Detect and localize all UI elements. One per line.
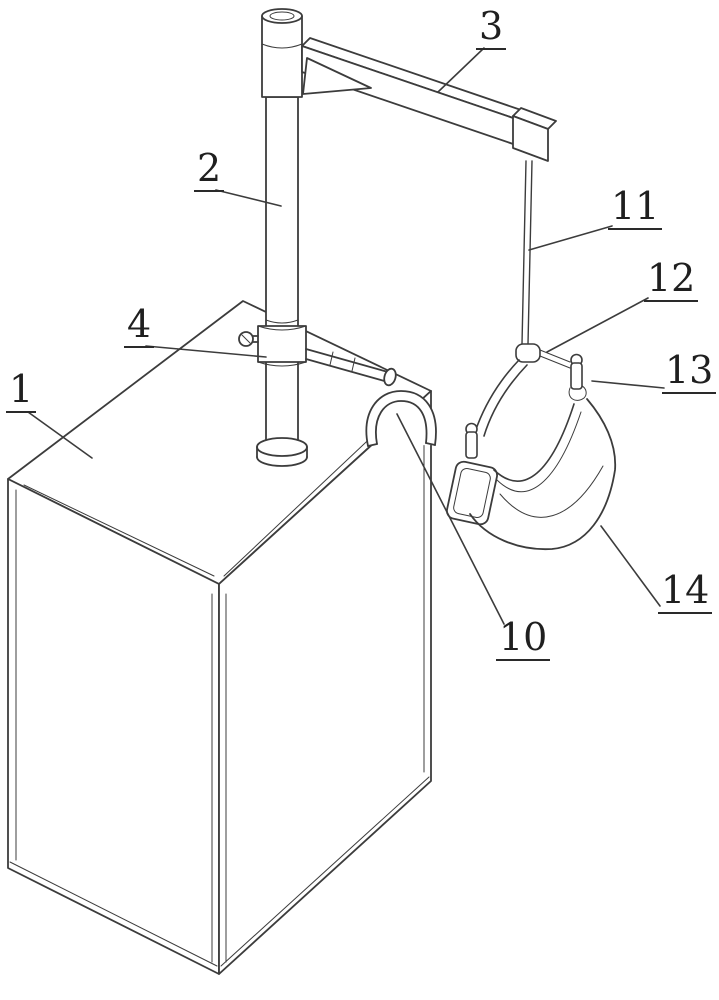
leader-part-3 xyxy=(437,47,485,93)
leader-part-14 xyxy=(600,525,661,607)
sling-rim-inner xyxy=(496,411,582,492)
fixing-bracket-assembly xyxy=(305,348,437,447)
tank-body xyxy=(7,300,432,975)
left-spreader-arm xyxy=(474,359,520,433)
tank-right-face xyxy=(218,390,432,975)
sling-fold-line xyxy=(499,465,604,518)
pole-elbow-tube xyxy=(261,15,303,98)
part-label-13: 13 xyxy=(662,351,717,394)
leader-part-1 xyxy=(27,411,93,459)
pole-main-tube xyxy=(265,96,299,446)
right-hanger-pin xyxy=(570,362,583,390)
pole-bottom-flange xyxy=(256,437,308,467)
leader-part-10 xyxy=(396,413,505,625)
part-label-1: 1 xyxy=(6,370,37,413)
arm-end-block-front xyxy=(512,115,549,162)
bracket-outer xyxy=(365,390,437,447)
hook-assembly xyxy=(465,343,583,459)
leader-part-2 xyxy=(215,189,282,207)
arm-gusset-plate xyxy=(302,57,372,95)
left-hanger-pin xyxy=(465,431,478,459)
leader-part-13 xyxy=(591,380,665,389)
arm-front-face xyxy=(301,45,520,147)
tank-edge-accents xyxy=(9,395,430,967)
bracket-inner xyxy=(375,400,428,445)
leader-part-11 xyxy=(528,225,613,251)
part-label-14: 14 xyxy=(658,571,713,614)
leader-part-4 xyxy=(145,345,267,358)
pole-joint-line xyxy=(265,319,299,324)
traction-rope xyxy=(521,160,533,345)
top-link xyxy=(515,343,541,363)
pole-top-cap xyxy=(261,8,303,24)
leader-lines xyxy=(27,47,665,625)
rod-end-cap xyxy=(383,367,397,387)
clamp-rod-top xyxy=(305,348,389,373)
pole-ring-line xyxy=(261,43,303,49)
part-label-11: 11 xyxy=(608,187,663,230)
right-strap-loop xyxy=(568,385,587,401)
vertical-pole xyxy=(238,8,308,467)
strap-buckle-plate xyxy=(446,460,498,526)
part-label-4: 4 xyxy=(124,305,155,348)
part-label-3: 3 xyxy=(476,7,507,50)
part-label-10: 10 xyxy=(496,618,551,661)
pole-clamp-collar xyxy=(238,325,307,367)
clamp-rod-bottom xyxy=(305,358,389,383)
leader-part-12 xyxy=(546,297,649,353)
sling-harness xyxy=(446,385,617,551)
pole-top-bore xyxy=(269,11,295,21)
horizontal-arm xyxy=(301,37,557,162)
sling-outer-edge xyxy=(469,398,617,551)
sling-rim-outer xyxy=(493,403,575,482)
part-label-2: 2 xyxy=(194,149,225,192)
part-label-12: 12 xyxy=(644,259,699,302)
